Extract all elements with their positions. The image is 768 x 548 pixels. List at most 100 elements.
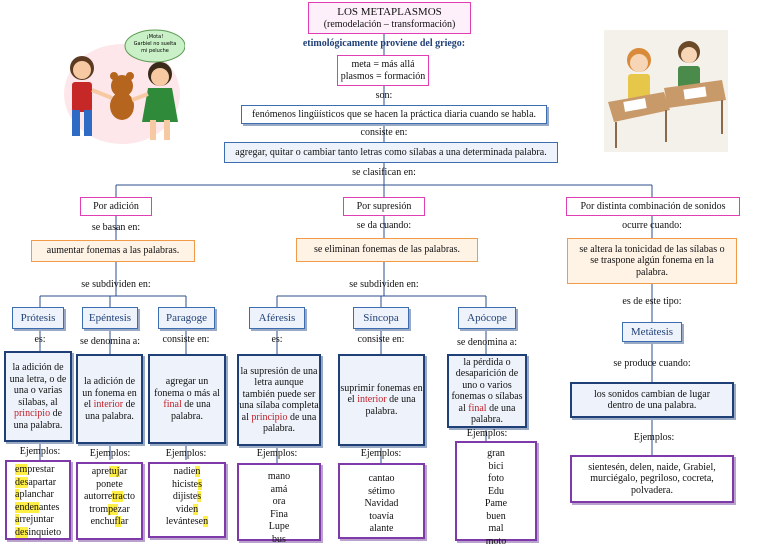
sincopa-ej-label: Ejemplos:	[361, 448, 402, 459]
list-item: viden	[150, 504, 224, 517]
list-item: arrejuntar	[15, 514, 69, 527]
apocope-name: Apócope	[467, 312, 507, 325]
etymology-label: etimológicamente proviene del griego:	[303, 38, 465, 49]
aferesis-examples-box: mano amá ora Fina Lupe bus	[237, 463, 321, 541]
apocope-def-box: la pérdida o desaparición de uno o vario…	[447, 354, 527, 428]
list-item: Navidad	[340, 498, 423, 511]
list-item: nadien	[150, 466, 224, 479]
paragoge-link: consiste en:	[163, 334, 210, 345]
combinacion-link2: es de este tipo:	[622, 296, 681, 307]
list-item: dijistes	[150, 491, 224, 504]
metatesis-ej-label: Ejemplos:	[634, 432, 675, 443]
classroom-icon	[604, 30, 728, 152]
list-item: foto	[457, 473, 535, 486]
metatesis-examples: sientesén, delen, naide, Grabiel, murcié…	[578, 462, 726, 497]
supresion-desc: se eliminan fonemas de las palabras.	[314, 244, 460, 256]
protesis-examples-box: emprestar desapartar aplanchar endenante…	[5, 460, 71, 540]
aferesis-link: es:	[271, 334, 282, 345]
metatesis-name: Metátesis	[631, 326, 673, 339]
sincopa-def-hl: interior	[357, 394, 386, 405]
combinacion-box: Por distinta combinación de sonidos	[566, 197, 740, 216]
list-item: moto	[457, 536, 535, 548]
supresion-link1: se da cuando:	[357, 220, 411, 231]
adicion-desc: aumentar fonemas a las palabras.	[47, 245, 179, 257]
aferesis-def-hl: principio	[251, 412, 287, 423]
link-son: son:	[376, 90, 393, 101]
protesis-def-pre: la adición de una letra, o de una o vari…	[10, 362, 67, 408]
protesis-def-box: la adición de una letra, o de una o vari…	[4, 351, 72, 442]
apocope-link: se denomina a:	[457, 337, 517, 348]
apocope-def-hl: final	[468, 403, 486, 414]
paragoge-def-box: agregar un fonema o más al final de una …	[148, 354, 226, 444]
list-item: toavía	[340, 511, 423, 524]
apocope-ej-label: Ejemplos:	[467, 428, 508, 439]
protesis-name: Prótesis	[21, 312, 56, 325]
adicion-desc-box: aumentar fonemas a las palabras.	[31, 240, 195, 262]
children-teddy-illustration: ¡Mota! Garbiel no suelta mi peluche	[60, 24, 185, 152]
epentesis-name: Epéntesis	[89, 312, 131, 325]
epentesis-link: se denomina a:	[80, 336, 140, 347]
list-item: amá	[239, 484, 319, 497]
list-item: desinquieto	[15, 527, 69, 540]
list-item: apretujar	[78, 466, 141, 479]
list-item: autorretracto	[78, 491, 141, 504]
epentesis-box: Epéntesis	[82, 307, 138, 329]
adicion-link1: se basan en:	[92, 222, 140, 233]
metatesis-def-box: los sonidos cambian de lugar dentro de u…	[570, 382, 734, 418]
metatesis-box: Metátesis	[622, 322, 682, 342]
protesis-box: Prótesis	[12, 307, 64, 329]
sincopa-examples-box: cantao sétimo Navidad toavía alante	[338, 463, 425, 539]
etymology-plasmos: plasmos = formación	[341, 71, 426, 83]
sincopa-link: consiste en:	[358, 334, 405, 345]
list-item: hicistes	[150, 479, 224, 492]
list-item: endenantes	[15, 502, 69, 515]
list-item: Fina	[239, 509, 319, 522]
list-item: trompezar	[78, 504, 141, 517]
list-item: Edu	[457, 486, 535, 499]
page-subtitle: (remodelación – transformación)	[324, 19, 456, 31]
combinacion-title: Por distinta combinación de sonidos	[581, 201, 726, 213]
combinacion-desc-box: se altera la tonicidad de las sílabas o …	[567, 238, 737, 284]
protesis-def-hl: principio	[14, 408, 50, 419]
supresion-link2: se subdividen en:	[349, 279, 418, 290]
bubble-line-3: mi peluche	[141, 48, 169, 54]
consists-box: agregar, quitar o cambiar tanto letras c…	[224, 142, 558, 163]
metatesis-examples-box: sientesén, delen, naide, Grabiel, murcié…	[570, 455, 734, 503]
list-item: buen	[457, 511, 535, 524]
protesis-ej-label: Ejemplos:	[20, 446, 61, 457]
link-clasifican: se clasifican en:	[352, 167, 416, 178]
list-item: mal	[457, 523, 535, 536]
apocope-examples-box: gran bici foto Edu Pame buen mal moto	[455, 441, 537, 541]
epentesis-def-hl: interior	[94, 399, 123, 410]
apocope-box: Apócope	[458, 307, 516, 329]
list-item: desapartar	[15, 477, 69, 490]
epentesis-ej-label: Ejemplos:	[90, 448, 131, 459]
paragoge-ej-label: Ejemplos:	[166, 448, 207, 459]
list-item: cantao	[340, 473, 423, 486]
list-item: enchuflar	[78, 516, 141, 529]
list-item: Pame	[457, 498, 535, 511]
protesis-link: es:	[34, 334, 45, 345]
combinacion-link3: se produce cuando:	[613, 358, 690, 369]
sincopa-box: Síncopa	[353, 307, 409, 329]
sincopa-def-box: suprimir fonemas en el interior de una p…	[338, 354, 425, 446]
bubble-line-1: ¡Mota!	[147, 34, 163, 40]
supresion-box: Por supresión	[343, 197, 425, 216]
supresion-desc-box: se eliminan fonemas de las palabras.	[296, 238, 478, 262]
link-consiste: consiste en:	[361, 127, 408, 138]
list-item: emprestar	[15, 464, 69, 477]
list-item: bus	[239, 534, 319, 547]
aferesis-name: Aféresis	[259, 312, 296, 325]
list-item: gran	[457, 448, 535, 461]
paragoge-examples-box: nadien hicistes dijistes viden levántese…	[148, 462, 226, 538]
list-item: ora	[239, 496, 319, 509]
list-item: alante	[340, 523, 423, 536]
adicion-link2: se subdividen en:	[81, 279, 150, 290]
combinacion-link1: ocurre cuando:	[622, 220, 682, 231]
students-desk-illustration	[604, 30, 728, 152]
aferesis-ej-label: Ejemplos:	[257, 448, 298, 459]
list-item: Lupe	[239, 521, 319, 534]
title-box: LOS METAPLASMOS (remodelación – transfor…	[308, 2, 471, 34]
list-item: ponete	[78, 479, 141, 492]
list-item: bici	[457, 461, 535, 474]
